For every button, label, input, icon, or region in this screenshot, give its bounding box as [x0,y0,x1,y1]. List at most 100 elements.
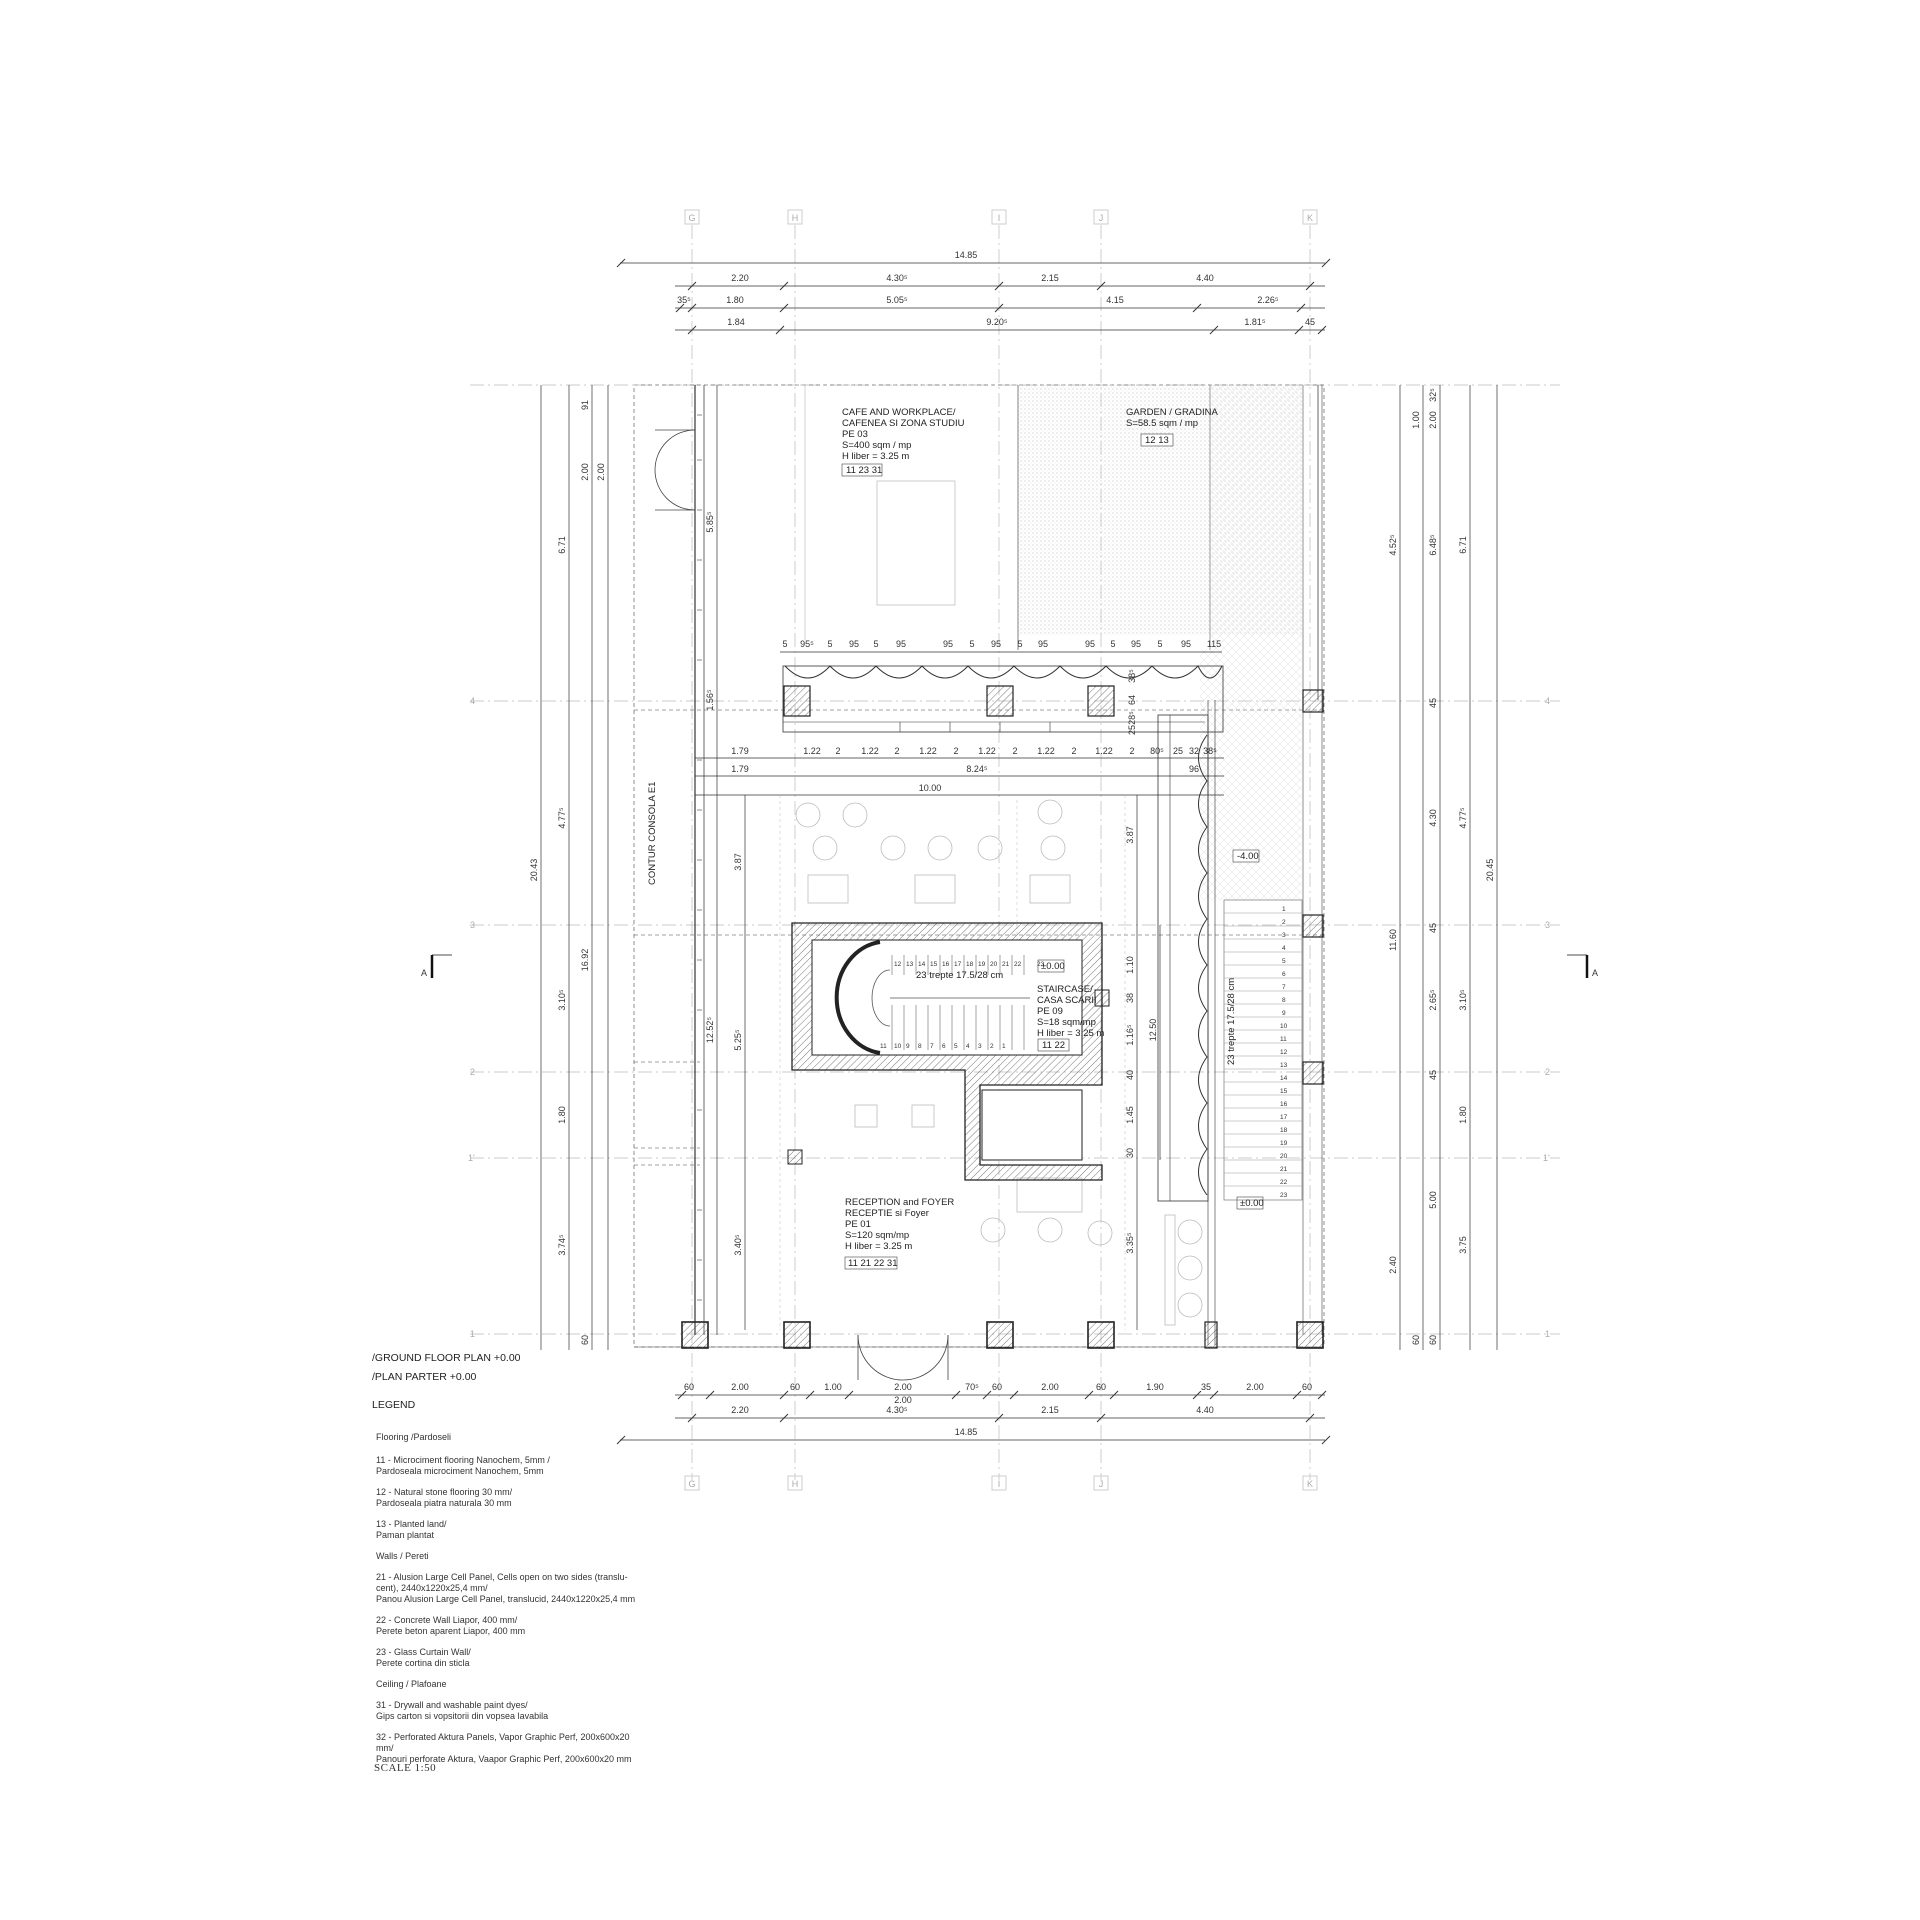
grid-col-G: G [684,209,700,225]
svg-text:20: 20 [1280,1153,1288,1160]
grid-col-I-bottom: I [991,1475,1007,1491]
legend-line: 22 - Concrete Wall Liapor, 400 mm/ [376,1615,518,1625]
grid-col-H: H [787,209,803,225]
svg-text:1.22: 1.22 [1037,746,1055,756]
svg-text:2: 2 [990,1043,994,1050]
svg-text:2.00: 2.00 [580,463,590,481]
svg-text:23 trepte 17.5/28 cm: 23 trepte 17.5/28 cm [1226,978,1237,1065]
svg-text:G: G [688,213,695,223]
svg-text:3.87: 3.87 [1125,826,1135,844]
svg-text:PE 09: PE 09 [1037,1006,1063,1017]
svg-text:5: 5 [1110,639,1115,649]
svg-text:9: 9 [906,1043,910,1050]
facade-dimensions [695,651,1224,796]
svg-text:17: 17 [1280,1114,1288,1121]
grid-row-3-right: 3 [1545,920,1550,930]
svg-text:11: 11 [880,1043,887,1050]
svg-text:1.81⁵: 1.81⁵ [1244,317,1266,327]
svg-text:11 23 31: 11 23 31 [846,465,882,476]
svg-text:5: 5 [969,639,974,649]
svg-text:4.77⁵: 4.77⁵ [557,807,567,829]
grid-row-3: 3 [470,920,475,930]
svg-text:60: 60 [790,1382,800,1392]
grid-row-2: 2 [470,1067,475,1077]
svg-text:15: 15 [930,961,938,968]
grid-col-J: J [1093,209,1109,225]
svg-text:A: A [421,968,427,978]
svg-text:4.40: 4.40 [1196,1405,1214,1415]
svg-text:45: 45 [1428,1070,1438,1080]
svg-text:14: 14 [1280,1075,1288,1082]
svg-text:1.56⁵: 1.56⁵ [705,689,715,711]
section-marker-right: A [1567,954,1598,978]
legend-line: Ceiling / Plafoane [376,1679,447,1689]
plan-title-block: /GROUND FLOOR PLAN +0.00 /PLAN PARTER +0… [372,1352,521,1418]
svg-text:6: 6 [1282,971,1286,978]
svg-text:6.71: 6.71 [557,536,567,554]
grid-row-1p-right: 1' [1543,1153,1550,1163]
bottom-dimensions [616,1390,1331,1445]
svg-text:60: 60 [1096,1382,1106,1392]
curtain-wall-left [697,414,702,1301]
svg-text:9.20⁵: 9.20⁵ [986,317,1008,327]
svg-text:60: 60 [580,1335,590,1345]
svg-text:2.00: 2.00 [1246,1382,1264,1392]
stair-core [791,922,1103,1181]
svg-text:5: 5 [954,1043,958,1050]
right-dim-labels: 20.45 6.71 4.77⁵ 3.10⁵ 1.80 3.75 32⁵ 2.0… [1388,388,1495,1345]
svg-text:G: G [688,1479,695,1489]
svg-text:1.80: 1.80 [557,1106,567,1124]
legend-line: Panou Alusion Large Cell Panel, transluc… [376,1594,636,1604]
svg-text:S=58.5 sqm / mp: S=58.5 sqm / mp [1126,418,1198,429]
section-marker-left: A [421,954,452,978]
svg-text:4.30⁵: 4.30⁵ [886,1405,908,1415]
svg-text:38: 38 [1125,993,1135,1003]
svg-text:H: H [792,1479,799,1489]
svg-text:2: 2 [1071,746,1076,756]
svg-text:25: 25 [1173,746,1183,756]
svg-text:95: 95 [1038,639,1048,649]
legend-line: Paman plantat [376,1530,435,1540]
svg-text:38⁵: 38⁵ [1127,669,1137,683]
svg-text:6: 6 [942,1043,946,1050]
svg-text:1.16⁵: 1.16⁵ [1125,1024,1135,1046]
legend-line: 11 - Microciment flooring Nanochem, 5mm … [376,1455,550,1465]
svg-text:95: 95 [943,639,953,649]
facade-dim-labels: 5 95⁵ 5 95 5 95 95 5 95 5 95 95 5 95 5 9… [731,639,1221,793]
left-dim-labels: 20.43 6.71 4.77⁵ 3.10⁵ 1.80 3.74⁵ 91 2.0… [529,400,743,1345]
svg-text:2.20: 2.20 [731,1405,749,1415]
svg-text:H liber = 3.25 m: H liber = 3.25 m [842,451,909,462]
svg-text:2.00: 2.00 [894,1382,912,1392]
svg-text:14.85: 14.85 [955,250,978,260]
svg-text:1.84: 1.84 [727,317,745,327]
svg-text:1.79: 1.79 [731,746,749,756]
svg-text:10: 10 [1280,1023,1288,1030]
cafe-area [804,385,956,640]
legend-line: Panouri perforate Aktura, Vaapor Graphic… [376,1754,632,1764]
svg-text:3.75: 3.75 [1458,1236,1468,1254]
svg-text:13: 13 [906,961,914,968]
room-garden-label: GARDEN / GRADINA S=58.5 sqm / mp 12 13 [1126,407,1219,447]
svg-text:8: 8 [918,1043,922,1050]
svg-text:1.80: 1.80 [726,295,744,305]
level-markers: 23 trepte 17.5/28 cm ±0.00 ±0.00 -4.00 2… [647,782,1264,1210]
svg-text:95: 95 [1181,639,1191,649]
svg-text:1.22: 1.22 [803,746,821,756]
svg-text:1.90: 1.90 [1146,1382,1164,1392]
svg-text:80⁵: 80⁵ [1150,746,1164,756]
svg-text:±0.00: ±0.00 [1041,961,1065,972]
svg-text:K: K [1307,1479,1313,1489]
side-entrance-door [654,429,696,511]
svg-text:115: 115 [1207,639,1221,649]
svg-text:2: 2 [1282,919,1286,926]
svg-text:95: 95 [896,639,906,649]
legend: Flooring /Pardoseli 11 - Microciment flo… [376,1432,636,1765]
svg-text:CASA SCARII: CASA SCARII [1037,995,1097,1006]
room-cafe-label: CAFE AND WORKPLACE/ CAFENEA SI ZONA STUD… [841,407,965,477]
room-staircase-label: STAIRCASE/ CASA SCARII PE 09 S=18 sqm/mp… [1037,984,1104,1052]
svg-text:STAIRCASE/: STAIRCASE/ [1037,984,1093,995]
svg-text:GARDEN / GRADINA: GARDEN / GRADINA [1126,407,1219,418]
svg-text:21: 21 [1002,961,1010,968]
svg-text:3: 3 [1282,932,1286,939]
plan-title-en: /GROUND FLOOR PLAN +0.00 [372,1352,521,1364]
